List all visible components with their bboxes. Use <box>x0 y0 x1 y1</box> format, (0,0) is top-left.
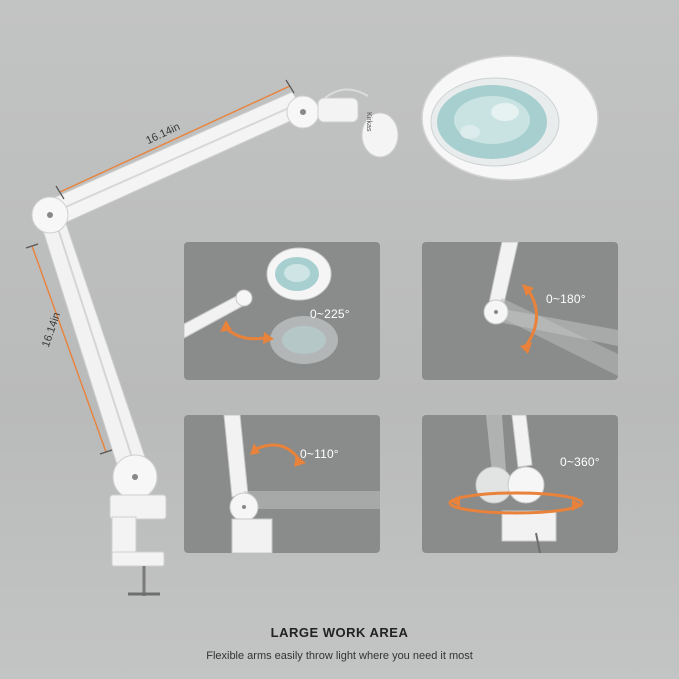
panel-base-rotation: 0~110° <box>184 415 380 553</box>
panel-head-rotation: 0~225° <box>184 242 380 380</box>
panel-base-rotation-illustration <box>223 415 380 553</box>
panel-base-rotation-angle: 0~110° <box>300 447 339 461</box>
upper-arm <box>39 91 307 227</box>
dimension-line-horizontal <box>55 79 295 200</box>
panel-swivel-rotation-angle: 0~360° <box>560 455 600 469</box>
panel-elbow-rotation: 0~180° <box>422 242 618 380</box>
panel-elbow-rotation-illustration <box>483 242 618 376</box>
panel-elbow-rotation-angle: 0~180° <box>546 292 586 306</box>
panel-swivel-rotation: 0~360° <box>422 415 618 553</box>
panel-head-rotation-illustration <box>184 247 338 364</box>
caption-subtitle: Flexible arms easily throw light where y… <box>206 650 473 662</box>
lamp-head <box>361 55 599 181</box>
panel-swivel-rotation-illustration <box>448 415 584 553</box>
dimension-line-vertical <box>25 243 113 455</box>
desk-clamp <box>109 494 167 596</box>
caption-title: LARGE WORK AREA <box>270 625 409 640</box>
panel-head-rotation-angle: 0~225° <box>310 307 350 321</box>
brand-label: Kirkas <box>365 112 372 132</box>
head-joint <box>286 88 369 129</box>
elbow-joint <box>31 196 69 234</box>
base-joint <box>112 454 158 500</box>
